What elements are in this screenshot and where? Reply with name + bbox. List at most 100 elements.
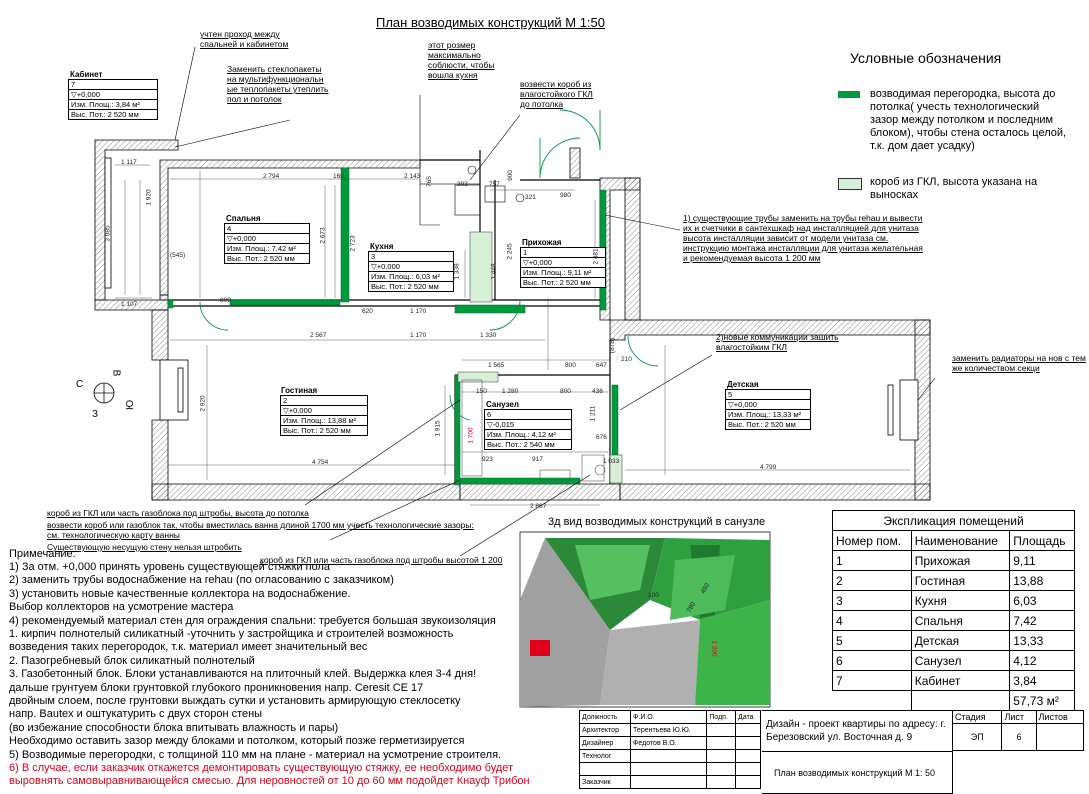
callout-bearing: Существующую несущую стену нельзя штроби… xyxy=(47,542,242,552)
dimension-label: 2 245 xyxy=(506,243,514,260)
dimension-label: 150 xyxy=(476,388,487,395)
note-line: дальше грунтуем блоки грунтовкой глубоко… xyxy=(9,681,424,694)
legend-heading: Условные обозначения xyxy=(850,50,1002,66)
dimension-label: 800 xyxy=(565,362,576,369)
note-line-red: 6) В случае, если заказчик откажется дем… xyxy=(9,762,514,774)
dimension-label: 2 794 xyxy=(263,173,280,180)
stamp-row xyxy=(578,762,761,776)
stamp-header: Подп. xyxy=(706,710,737,724)
explication-table: Экспликация помещений Номер пом. Наимено… xyxy=(832,510,1075,711)
stage-header: Стадия xyxy=(951,710,1003,724)
dimension-label: 436 xyxy=(592,388,603,395)
note-line: возведения таких перегородок, т.к. матер… xyxy=(9,641,368,654)
callout-box: возвести короб из влагостойкого ГКЛ до п… xyxy=(520,79,593,109)
dimension-label: 1 915 xyxy=(434,420,442,437)
dimension-label: 393 xyxy=(457,181,468,188)
dimension-label: 1 211 xyxy=(589,405,597,422)
drawing-title: План возводимых конструкций М 1:50 xyxy=(376,15,605,30)
windows xyxy=(104,157,919,441)
dimension-label: 1 033 xyxy=(603,458,620,465)
dimension-label: 765 xyxy=(425,176,433,187)
callout-size: этот розмер максимально соблюсти, чтобы … xyxy=(428,40,495,80)
gkl-boxes xyxy=(457,231,623,484)
note-line: 4) рекомендуемый материал стен для ограж… xyxy=(9,614,496,627)
room-name-bathroom: Санузел xyxy=(486,400,519,409)
callout-box-1200: короб из ГКЛ или часть газоблока под штр… xyxy=(260,555,503,565)
explication-header: Площадь xyxy=(1009,530,1075,551)
sheet-value: 6 xyxy=(1001,723,1037,751)
dimension-label: 2 723 xyxy=(349,235,357,252)
sheet-title: План возводимых конструкций М 1: 50 xyxy=(774,768,936,778)
stamp-header: Должность xyxy=(578,710,632,724)
note-line: Необходимо оставить зазор между блоками … xyxy=(9,735,465,748)
room-name-hallway: Прихожая xyxy=(522,238,562,247)
dimension-label: 2 867 xyxy=(530,503,547,510)
dimension-label: (878) xyxy=(609,337,617,354)
dimension-label: 2 673 xyxy=(319,227,327,244)
bathroom-fixtures xyxy=(461,379,606,482)
dimension-label: 917 xyxy=(532,456,543,463)
dimension-label: 1 107 xyxy=(121,301,138,308)
title-block-divider xyxy=(762,751,952,752)
stamp-header: Ф.И.О. xyxy=(630,710,708,724)
dimension-label: 900 xyxy=(506,170,514,181)
dimension-label: 1 330 xyxy=(480,332,497,339)
callout-bath: возвести короб или газоблок так, чтобы в… xyxy=(47,520,474,540)
notes-heading: Примечание: xyxy=(9,548,76,560)
note-line: Выбор коллекторов на усмотрение мастера xyxy=(9,601,234,614)
note-line: 3) установить новые качественные коллект… xyxy=(9,587,351,600)
exterior-walls xyxy=(94,139,931,501)
room-name-bedroom: Спальня xyxy=(226,214,261,223)
dimension-label: 620 xyxy=(362,308,373,315)
dimension-label: 1 700 xyxy=(467,427,475,444)
dimension-label: 1 280 xyxy=(502,388,519,395)
dimension-label: 923 xyxy=(482,456,493,463)
stamp-row: Заказчик xyxy=(578,775,761,789)
dimension-label: 3 085 xyxy=(104,225,112,242)
dimension-label: 800 xyxy=(560,388,571,395)
dimension-label: 757 xyxy=(489,181,500,188)
room-name-living: Гостиная xyxy=(281,386,318,395)
dimension-label: 1 448 xyxy=(490,263,498,280)
note-line: 3. Газобетонный блок. Блоки устанавливаю… xyxy=(9,668,477,681)
dimension-label: 1 117 xyxy=(121,159,137,166)
dimension-label: 1 920 xyxy=(145,189,153,206)
explication-total: 57,73 м² xyxy=(1009,690,1075,711)
dimension-label: 4 754 xyxy=(312,459,329,466)
compass-west: З xyxy=(92,409,99,420)
callout-passage: учтен проход между спальней и кабинетом xyxy=(200,29,289,49)
view3d-title: 3д вид возводимых конструкций в санузле xyxy=(548,516,766,528)
callout-box-partial: короб из ГКЛ или часть газоблока под штр… xyxy=(47,508,309,518)
sheet-header: Лист xyxy=(1001,710,1037,724)
callout-leaders xyxy=(174,46,936,557)
stamp-header: Дата xyxy=(735,710,761,724)
dimension-label: 2 567 xyxy=(310,332,327,339)
dimension-label: 321 xyxy=(525,194,536,201)
project-address: Дизайн - проект квартиры по адресу: г. Б… xyxy=(766,719,946,743)
stage-value: ЭП xyxy=(951,723,1003,751)
dimension-label: 800 xyxy=(220,297,231,304)
compass-rose xyxy=(93,382,115,404)
callout-comms: 2)новые коммуникации зашить влагостойким… xyxy=(716,332,839,352)
note-line: (во избежание способности блока впитыват… xyxy=(9,721,339,734)
explication-title: Экспликация помещений xyxy=(832,510,1075,531)
note-line: двойным слоем, после грунтовки выждать с… xyxy=(9,695,461,707)
note-line: 1. кирпич полнотелый силикатный -уточнит… xyxy=(9,628,454,640)
note-line: 2. Пазогребневый блок силикатный полноте… xyxy=(9,654,255,667)
dimension-label: 2 481 xyxy=(592,248,600,265)
view3d-label: 100 xyxy=(648,592,659,599)
